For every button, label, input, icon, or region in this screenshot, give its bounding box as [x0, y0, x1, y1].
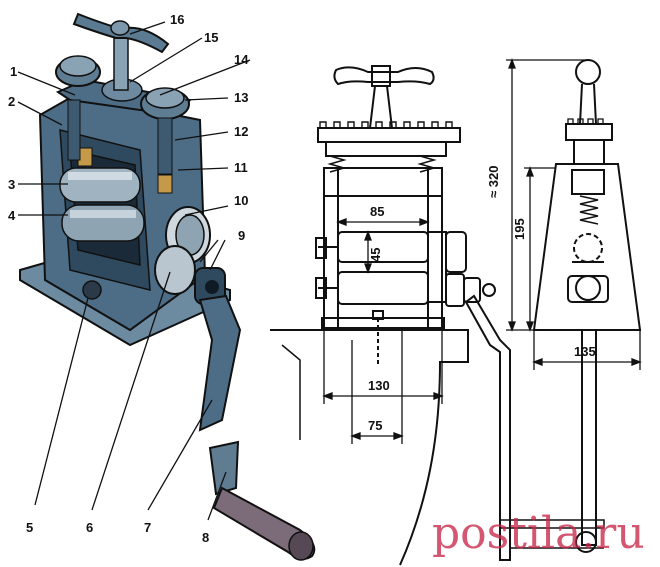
side-gear-lower	[154, 245, 196, 295]
side-upper-roll	[573, 233, 603, 263]
front-lower-roll	[337, 271, 429, 305]
side-view-drawing	[506, 58, 642, 553]
dim-base-offset: 75	[368, 418, 382, 433]
label-1: 1	[10, 64, 17, 79]
label-11: 11	[234, 160, 248, 175]
label-12: 12	[234, 124, 248, 139]
center-screw	[113, 34, 129, 91]
t-handle	[72, 12, 170, 54]
label-7: 7	[144, 520, 151, 535]
label-8: 8	[202, 530, 209, 545]
dimension-lines	[322, 218, 444, 444]
side-dimension-lines	[506, 58, 642, 370]
side-lower-roll	[575, 275, 601, 301]
isometric-illustration: 1 2 3 4 5 6 7 8 9 10 11 12 13 14 15 16	[8, 12, 316, 561]
spring-right	[157, 174, 173, 194]
dim-roll-gap: 45	[368, 248, 383, 262]
front-crank-rod	[464, 294, 511, 561]
front-t-handle	[333, 65, 435, 129]
label-10: 10	[234, 193, 248, 208]
side-body	[532, 163, 642, 331]
label-6: 6	[86, 520, 93, 535]
label-13: 13	[234, 90, 248, 105]
front-side-gear	[427, 231, 447, 303]
label-2: 2	[8, 94, 15, 109]
label-14: 14	[234, 52, 249, 67]
lower-roll	[61, 204, 145, 242]
front-upper-roll	[337, 231, 429, 263]
leader-lines	[17, 21, 251, 521]
dim-side-width: 135	[574, 344, 596, 359]
label-3: 3	[8, 177, 15, 192]
workbench	[270, 329, 469, 566]
left-top-gear	[55, 55, 101, 87]
dim-height-body: 195	[512, 218, 527, 240]
watermark: postila.ru	[432, 508, 645, 559]
label-4: 4	[8, 208, 16, 223]
label-5: 5	[26, 520, 33, 535]
side-handle-knob	[575, 59, 601, 85]
side-rod-end	[575, 531, 597, 553]
crank-arm	[198, 294, 242, 432]
mounting-bolt	[82, 280, 102, 300]
dim-roll-width: 85	[370, 204, 384, 219]
front-top-gear	[317, 127, 461, 143]
dim-height-total: ≈ 320	[486, 166, 501, 198]
label-16: 16	[170, 12, 184, 27]
crank-end	[208, 440, 240, 496]
side-gear	[565, 123, 613, 141]
dim-frame-width: 130	[368, 378, 390, 393]
left-column	[67, 99, 81, 161]
upper-roll	[59, 167, 141, 203]
label-15: 15	[204, 30, 218, 45]
crank-handle	[212, 486, 316, 561]
right-column	[157, 117, 173, 175]
front-view-drawing	[270, 65, 605, 566]
label-9: 9	[238, 228, 245, 243]
right-top-gear	[140, 87, 190, 120]
